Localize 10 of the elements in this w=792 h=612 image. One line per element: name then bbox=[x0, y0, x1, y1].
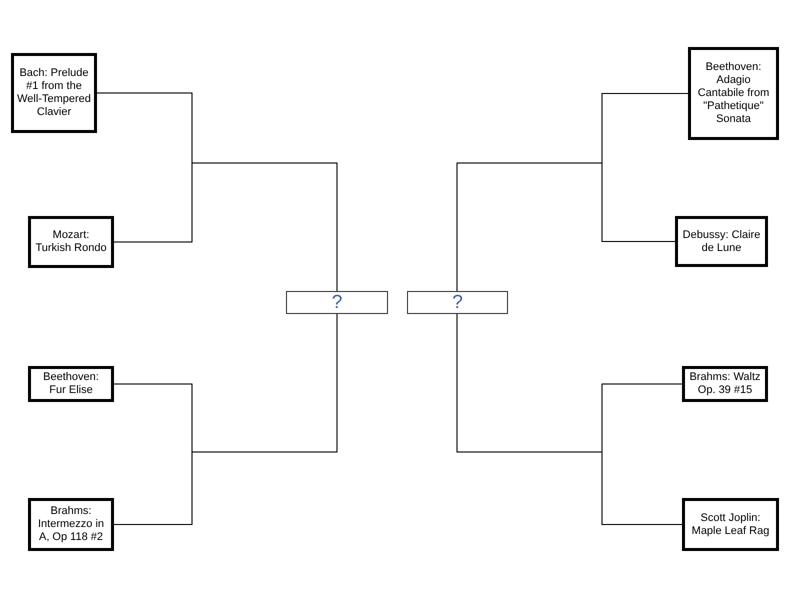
entry-box: Brahms: Waltz Op. 39 #15 bbox=[682, 366, 768, 402]
entry-box: Mozart: Turkish Rondo bbox=[28, 216, 114, 268]
result-box: ? bbox=[286, 291, 388, 314]
entry-box: Scott Joplin: Maple Leaf Rag bbox=[682, 498, 779, 551]
entry-box: Beethoven: Fur Elise bbox=[28, 366, 114, 402]
entry-box: Debussy: Claire de Lune bbox=[675, 216, 768, 267]
entry-box: Beethoven: Adagio Cantabile from "Pathetique" Sonata bbox=[688, 47, 779, 140]
entry-box: Brahms: Intermezzo in A, Op 118 #2 bbox=[28, 498, 114, 551]
entry-box: Bach: Prelude #1 from the Well-Tempered Clavier bbox=[11, 53, 97, 133]
result-box: ? bbox=[407, 291, 508, 314]
